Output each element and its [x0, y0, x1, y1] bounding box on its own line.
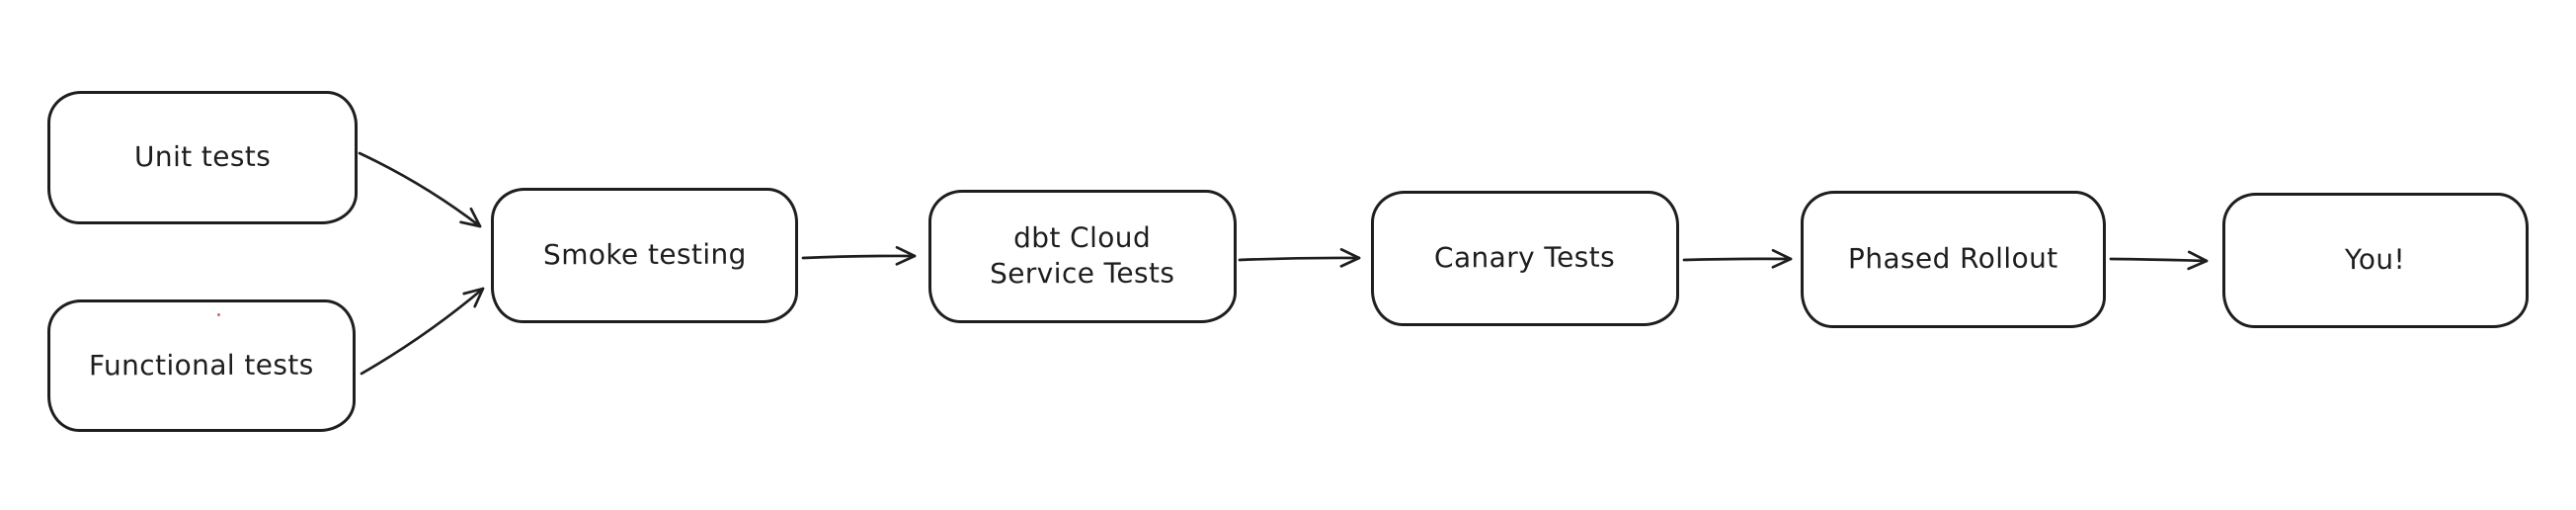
arrow-functional-tests-to-smoke-testing	[360, 287, 485, 376]
node-functional-tests: Functional tests	[47, 299, 356, 432]
node-phased-rollout-label: Phased Rollout	[1848, 241, 2058, 276]
node-dbt-cloud-service-tests: dbt Cloud Service Tests	[928, 190, 1237, 323]
node-unit-tests: Unit tests	[47, 91, 358, 224]
node-phased-rollout: Phased Rollout	[1801, 191, 2106, 328]
node-smoke-testing-label: Smoke testing	[542, 237, 747, 272]
node-you: You!	[2222, 193, 2529, 328]
arrow-canary-tests-to-phased-rollout	[1682, 248, 1793, 269]
node-dbt-cloud-service-tests-label: dbt Cloud Service Tests	[990, 220, 1175, 291]
arrow-smoke-testing-to-dbt-cloud-service-tests	[801, 245, 917, 266]
node-you-label: You!	[2345, 243, 2406, 277]
node-canary-tests-label: Canary Tests	[1434, 240, 1616, 275]
node-unit-tests-label: Unit tests	[133, 140, 272, 174]
arrow-phased-rollout-to-you	[2109, 250, 2209, 271]
node-functional-tests-label: Functional tests	[89, 348, 314, 382]
red-speck-artifact	[217, 313, 220, 316]
node-canary-tests: Canary Tests	[1371, 191, 1679, 326]
arrow-unit-tests-to-smoke-testing	[358, 151, 482, 228]
node-smoke-testing: Smoke testing	[491, 188, 798, 323]
arrow-dbt-cloud-service-tests-to-canary-tests	[1238, 248, 1361, 268]
